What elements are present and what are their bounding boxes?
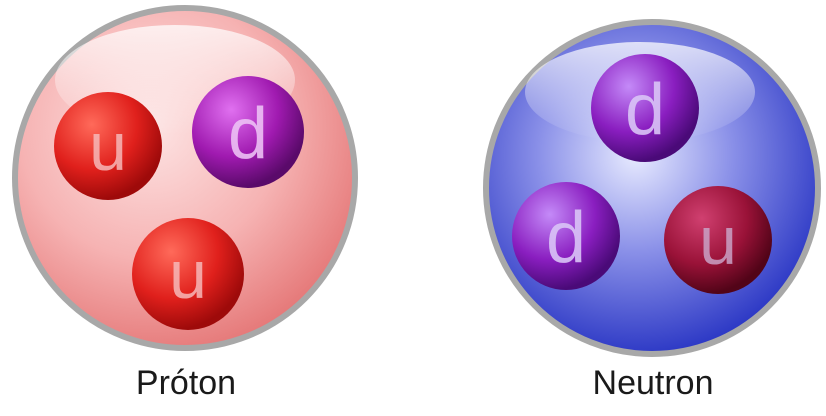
quark-d: d bbox=[512, 182, 620, 290]
neutron-label: Neutron bbox=[503, 364, 803, 403]
quark-letter: u bbox=[699, 203, 737, 279]
quark-u: u bbox=[664, 186, 772, 294]
quark-d: d bbox=[192, 76, 304, 188]
quark-d: d bbox=[591, 54, 699, 162]
proton-group: u d u bbox=[15, 8, 355, 348]
quark-letter: u bbox=[89, 109, 127, 185]
quark-letter: d bbox=[546, 198, 586, 278]
neutron-group: d d u bbox=[486, 22, 818, 354]
proton-label: Próton bbox=[36, 364, 336, 403]
quark-letter: d bbox=[228, 94, 268, 174]
quark-u: u bbox=[54, 92, 162, 200]
quark-letter: u bbox=[169, 237, 207, 313]
quark-letter: d bbox=[625, 70, 665, 150]
quark-u: u bbox=[132, 218, 244, 330]
